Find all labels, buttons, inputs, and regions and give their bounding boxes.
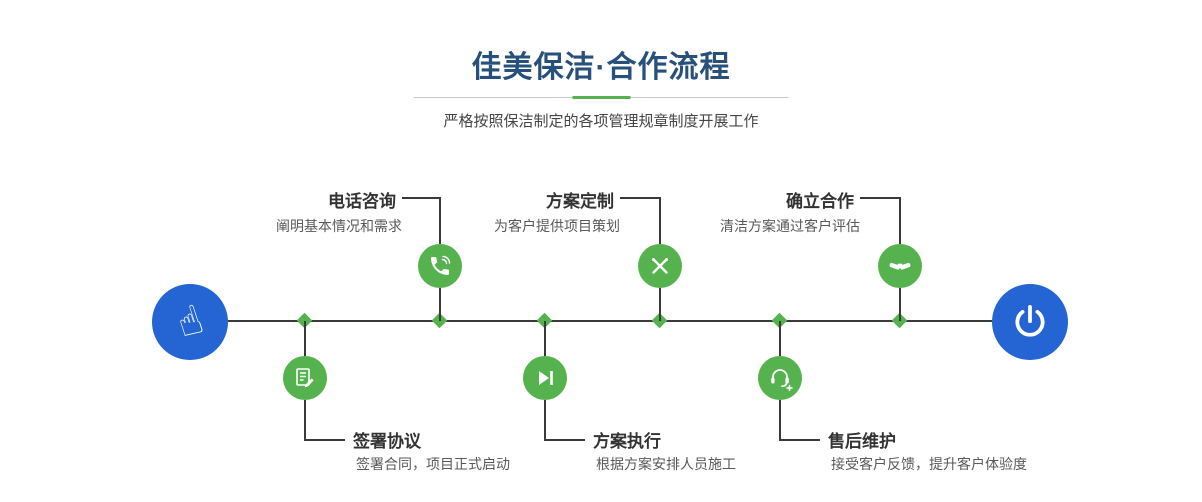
page-title: 佳美保洁·合作流程	[471, 51, 731, 84]
step-label: 签署协议	[353, 432, 421, 451]
timeline-line	[228, 320, 992, 322]
phone-icon	[431, 255, 451, 275]
step-label: 确立合作	[786, 192, 854, 211]
step-circle-design	[638, 244, 682, 288]
connector-line	[544, 400, 546, 441]
step-circle-cooperation	[878, 244, 922, 288]
handshake-icon	[889, 262, 911, 270]
title-divider-accent	[572, 96, 630, 99]
connector-line	[305, 439, 345, 441]
step-label: 方案定制	[546, 192, 614, 211]
step-circle-phone	[418, 244, 462, 288]
step-desc: 阐明基本情况和需求	[276, 218, 402, 234]
connector-line	[860, 197, 900, 199]
connector-line	[402, 197, 440, 199]
step-circle-sign	[283, 356, 327, 400]
connector-line	[545, 439, 585, 441]
power-icon	[1015, 305, 1045, 337]
step-label: 电话咨询	[328, 192, 396, 211]
connector-line	[779, 321, 781, 356]
step-desc: 根据方案安排人员施工	[596, 456, 736, 472]
connector-line	[899, 197, 901, 244]
timeline-start-node: ☝	[152, 284, 228, 360]
step-desc: 接受客户反馈，提升客户体验度	[831, 456, 1027, 472]
page-subtitle: 严格按照保洁制定的各项管理规章制度开展工作	[443, 113, 759, 130]
step-label: 方案执行	[593, 432, 661, 451]
timeline-end-node	[992, 284, 1068, 360]
connector-line	[544, 321, 546, 356]
connector-line	[659, 288, 661, 321]
connector-line	[304, 400, 306, 441]
headset-icon	[771, 369, 793, 391]
document-pen-icon	[296, 368, 314, 388]
step-desc: 清洁方案通过客户评估	[720, 218, 860, 234]
step-circle-execute	[523, 356, 567, 400]
connector-line	[899, 288, 901, 321]
connector-line	[659, 197, 661, 244]
connector-line	[620, 197, 660, 199]
step-desc: 为客户提供项目策划	[494, 218, 620, 234]
step-circle-aftersale	[758, 356, 802, 400]
connector-line	[780, 439, 820, 441]
connector-line	[779, 400, 781, 441]
play-step-icon	[539, 371, 553, 385]
connector-line	[439, 288, 441, 321]
pen-tools-icon	[652, 258, 668, 274]
connector-line	[304, 321, 306, 356]
connector-line	[439, 197, 441, 244]
hand-pointer-icon: ☝	[171, 297, 209, 347]
title-divider	[413, 96, 789, 99]
step-desc: 签署合同，项目正式启动	[356, 456, 510, 472]
step-label: 售后维护	[828, 432, 896, 451]
